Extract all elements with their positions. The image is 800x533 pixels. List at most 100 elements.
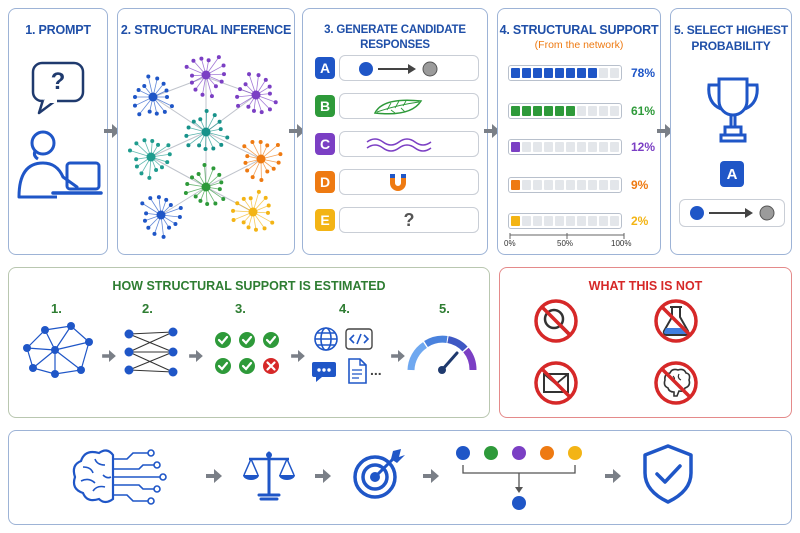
- prompt-title: 1. PROMPT: [25, 23, 91, 37]
- bar-segment: [577, 142, 586, 152]
- bar-segment: [522, 216, 531, 226]
- bar-segment: [511, 68, 520, 78]
- bar-segment: [511, 180, 520, 190]
- bar-segment: [522, 142, 531, 152]
- bar-segment: [511, 142, 520, 152]
- trophy-icon: [707, 77, 759, 143]
- arrow-right-icon: [206, 469, 222, 483]
- bar-segment: [555, 180, 564, 190]
- target-icon: [353, 449, 405, 499]
- bar-segment: [544, 142, 553, 152]
- support-bar-1: [508, 65, 622, 81]
- bar-segment: [511, 216, 520, 226]
- arrow-right-icon: [391, 350, 405, 362]
- chat-icon: [312, 362, 336, 382]
- pipeline-panel: [8, 430, 792, 525]
- bar-segment: [588, 106, 597, 116]
- axis-tick-100: 100%: [611, 239, 632, 248]
- candidate-response-b[interactable]: [339, 93, 479, 119]
- candidates-title: 3. GENERATE CANDIDATE RESPONSES: [324, 24, 466, 51]
- bipartite-graph-icon: [124, 327, 178, 377]
- not-flask-icon: [654, 299, 698, 343]
- globe-icon: [314, 327, 338, 351]
- not-envelope-icon: [534, 361, 578, 405]
- bar-segment: [544, 216, 553, 226]
- arrow-right-icon: [423, 469, 439, 483]
- bar-segment: [610, 68, 619, 78]
- candidate-letter-e: E: [315, 209, 335, 231]
- bar-segment: [610, 106, 619, 116]
- arrow-right-icon: [657, 124, 673, 138]
- network-cluster: [132, 74, 174, 117]
- bar-segment: [588, 216, 597, 226]
- check-results-icon: [215, 332, 279, 374]
- bar-segment: [533, 180, 542, 190]
- bar-segment: [577, 106, 586, 116]
- question-mark: ?: [50, 68, 66, 95]
- support-percent-label: 12%: [631, 140, 656, 154]
- bar-segment: [566, 142, 575, 152]
- arrow-right-icon: [605, 469, 621, 483]
- network-cluster: [235, 72, 278, 115]
- how-step-2-number: 2.: [142, 301, 153, 316]
- select-title-line1: 5. SELECT HIGHEST: [674, 23, 788, 37]
- bar-segment: [544, 106, 553, 116]
- bar-segment: [599, 106, 608, 116]
- how-title: HOW STRUCTURAL SUPPORT IS ESTIMATED: [112, 279, 386, 293]
- node-arrow-node-icon: [690, 205, 775, 221]
- bar-segment: [577, 180, 586, 190]
- bar-segment: [577, 68, 586, 78]
- wave-icon: [366, 138, 432, 152]
- person-at-laptop-icon: [17, 130, 103, 199]
- unknown-response-mark: ?: [403, 210, 415, 230]
- candidate-response-c[interactable]: [339, 131, 479, 157]
- leaf-icon: [373, 99, 423, 115]
- support-bar-2: [508, 103, 622, 119]
- not-title: WHAT THIS IS NOT: [588, 279, 703, 293]
- candidate-letter-c: C: [315, 133, 335, 155]
- candidates-panel: 3. GENERATE CANDIDATE RESPONSES A B C D …: [302, 8, 488, 255]
- bar-segment: [555, 142, 564, 152]
- arrow-right-icon: [484, 124, 500, 138]
- graph-nodes-icon: [23, 322, 93, 378]
- bar-segment: [533, 216, 542, 226]
- selected-letter-a: A: [720, 161, 744, 187]
- support-percent-label: 9%: [631, 178, 649, 192]
- ai-brain-icon: [72, 449, 167, 505]
- bar-segment: [599, 142, 608, 152]
- network-cluster: [231, 189, 275, 232]
- candidate-letter-a: A: [315, 57, 335, 79]
- gauge-icon: [407, 335, 477, 374]
- bar-segment: [555, 68, 564, 78]
- candidate-response-e[interactable]: [339, 207, 479, 233]
- arrow-right-icon: [289, 124, 305, 138]
- bar-segment: [566, 180, 575, 190]
- bar-segment: [610, 180, 619, 190]
- arrow-right-icon: [104, 124, 120, 138]
- bar-segment: [533, 142, 542, 152]
- network-cluster: [140, 195, 183, 239]
- not-brain-icon: [654, 361, 698, 405]
- bar-segment: [533, 106, 542, 116]
- how-step-4-number: 4.: [339, 301, 350, 316]
- code-icon: [345, 328, 373, 350]
- bar-segment: [610, 216, 619, 226]
- support-axis: [509, 233, 625, 239]
- support-panel: 4. STRUCTURAL SUPPORT (From the network)…: [497, 8, 661, 255]
- node-arrow-node-icon: [359, 61, 438, 77]
- support-bar-4: [508, 177, 622, 193]
- candidate-response-d[interactable]: [339, 169, 479, 195]
- network-cluster: [242, 140, 283, 182]
- axis-tick-0: 0%: [504, 239, 516, 248]
- arrow-right-icon: [315, 469, 331, 483]
- bar-segment: [566, 68, 575, 78]
- support-bar-3: [508, 139, 622, 155]
- support-percent-label: 2%: [631, 214, 649, 228]
- arrow-right-icon: [102, 350, 116, 362]
- shield-check-icon: [643, 444, 693, 504]
- bar-segment: [599, 216, 608, 226]
- network-cluster: [184, 109, 230, 151]
- prompt-panel: 1. PROMPT ?: [8, 8, 108, 255]
- how-panel: HOW STRUCTURAL SUPPORT IS ESTIMATED 1. 2…: [8, 267, 490, 418]
- bar-segment: [544, 180, 553, 190]
